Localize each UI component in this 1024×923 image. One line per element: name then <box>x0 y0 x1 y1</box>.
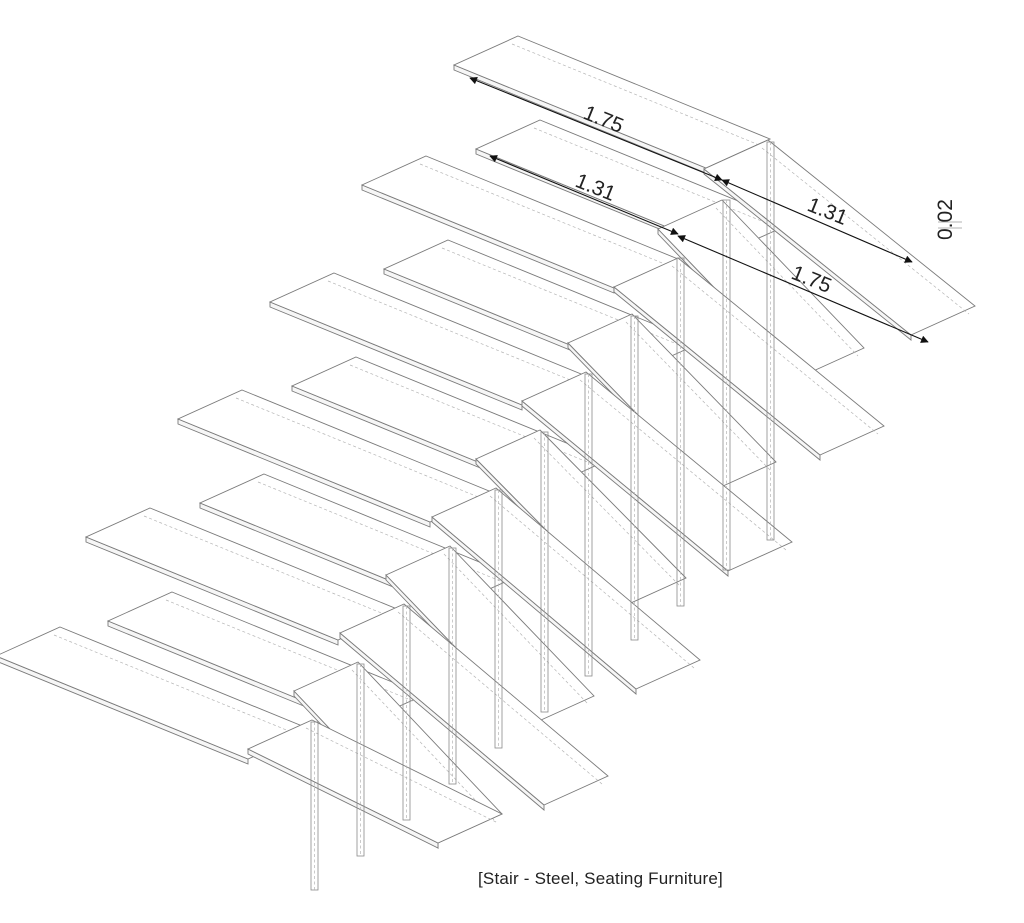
hidden-edge-line <box>143 515 397 620</box>
hidden-edge-line <box>441 247 695 352</box>
dim-line-top-left-short <box>489 155 679 235</box>
dim-line-top-right-long <box>677 235 929 343</box>
hidden-edge-line <box>53 634 307 739</box>
hidden-edge-line <box>397 611 603 785</box>
dim-line-top-left-long <box>469 77 723 181</box>
hidden-edge-line <box>419 163 673 268</box>
tread-extension <box>431 487 701 690</box>
hidden-edge-line <box>533 437 681 587</box>
tread-extension <box>339 603 609 806</box>
hidden-edge-line <box>625 321 771 471</box>
drawing-caption: [Stair - Steel, Seating Furniture] <box>478 869 723 888</box>
hidden-edge-line <box>235 397 489 502</box>
tread-extension <box>246 719 504 844</box>
dim-label-thickness: 0.02 <box>934 199 957 240</box>
stair-steps <box>0 35 976 891</box>
hidden-edge-line <box>351 669 497 823</box>
stair-tread <box>176 389 496 523</box>
stair-tread <box>84 507 404 641</box>
hidden-edge-line <box>579 379 787 551</box>
hidden-edge-line <box>327 280 581 385</box>
stair-tread <box>0 626 314 760</box>
hidden-edge-line <box>305 727 497 823</box>
hidden-edge-line <box>443 553 589 705</box>
